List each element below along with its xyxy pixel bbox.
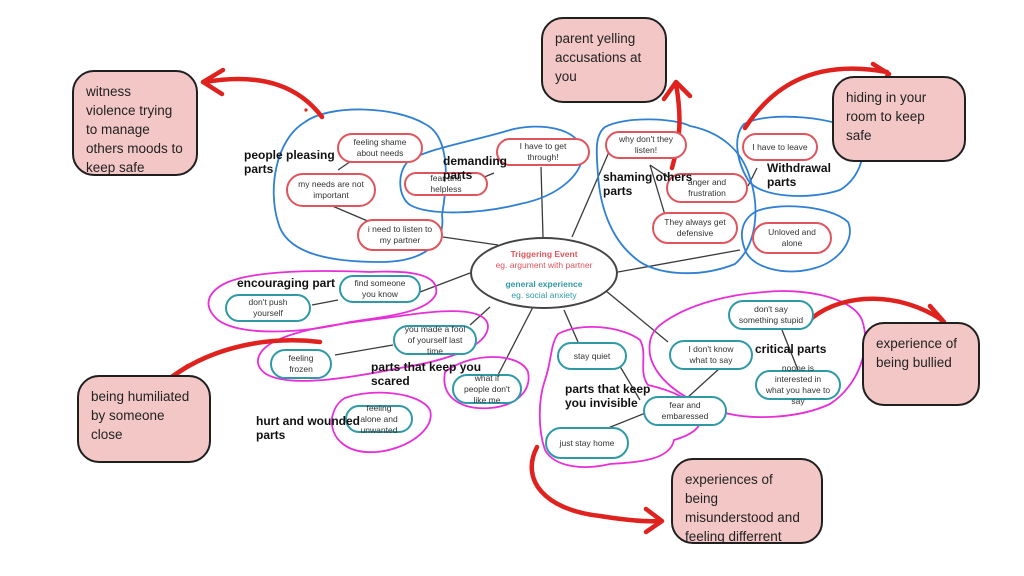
card-bullied: experience of being bullied <box>862 322 980 406</box>
trigger-example: eg. argument with partner <box>495 260 593 270</box>
label-shaming: shaming others parts <box>603 170 693 198</box>
node-just-stay-home: just stay home <box>545 427 629 459</box>
node-unloved-alone: Unloved and alone <box>752 222 832 254</box>
node-dont-say-stupid: don't say something stupid <box>728 300 814 330</box>
general-example: eg. social anxiety <box>511 290 577 300</box>
card-witness-violence: witness violence trying to manage others… <box>72 70 198 176</box>
label-invisible: parts that keep you invisible <box>565 382 651 410</box>
node-feeling-frozen: feeling frozen <box>270 349 332 379</box>
node-fear-helpless: fear and helpless <box>404 172 488 196</box>
card-misunderstood: experiences of being misunderstood and f… <box>671 458 823 544</box>
label-hurt-wounded: hurt and wounded parts <box>256 414 360 442</box>
node-noone-interested: noone is interested in what you have to … <box>755 363 841 406</box>
node-feeling-alone: feeling alone and unwanted <box>345 403 413 435</box>
label-critical: critical parts <box>755 342 827 356</box>
label-people-pleasing: people pleasing parts <box>244 148 335 176</box>
node-always-defensive: They always get defensive <box>652 212 738 244</box>
card-hiding: hiding in your room to keep safe <box>832 76 966 162</box>
general-title: general experience <box>505 279 583 289</box>
node-fear-embarassed: fear and embaressed <box>643 396 727 426</box>
node-needs-not-important: my needs are not important <box>286 173 376 207</box>
red-dot <box>304 108 308 112</box>
node-have-to-leave: I have to leave <box>742 133 818 161</box>
card-parent-yelling: parent yelling accusations at you <box>541 17 667 103</box>
node-dont-know-say: I don't know what to say <box>669 340 753 370</box>
node-fool-last-time: you made a fool of yourself last time <box>393 324 477 356</box>
card-humiliated: being humiliated by someone close <box>77 375 211 463</box>
node-shame-needs: feeling shame about needs <box>337 133 423 163</box>
trigger-title: Triggering Event <box>510 249 578 259</box>
node-stay-quiet: stay quiet <box>557 342 627 370</box>
label-encouraging: encouraging part <box>237 276 336 290</box>
node-get-through: I have to get through! <box>496 138 590 166</box>
label-keep-scared: parts that keep you scared <box>371 360 482 388</box>
node-find-someone: find someone you know <box>339 275 421 303</box>
node-listen-partner: i need to listen to my partner <box>357 219 443 251</box>
label-withdrawal: Withdrawal parts <box>767 161 831 189</box>
node-what-if-people: what if people don't like me <box>452 373 522 405</box>
node-anger-frustration: anger and frustration <box>666 173 748 203</box>
node-dont-push: don't push yourself <box>225 294 311 322</box>
node-why-listen: why don't they listen! <box>605 131 687 159</box>
label-demanding: demanding parts <box>443 154 508 182</box>
triggering-event-node: Triggering Event eg. argument with partn… <box>470 237 618 309</box>
